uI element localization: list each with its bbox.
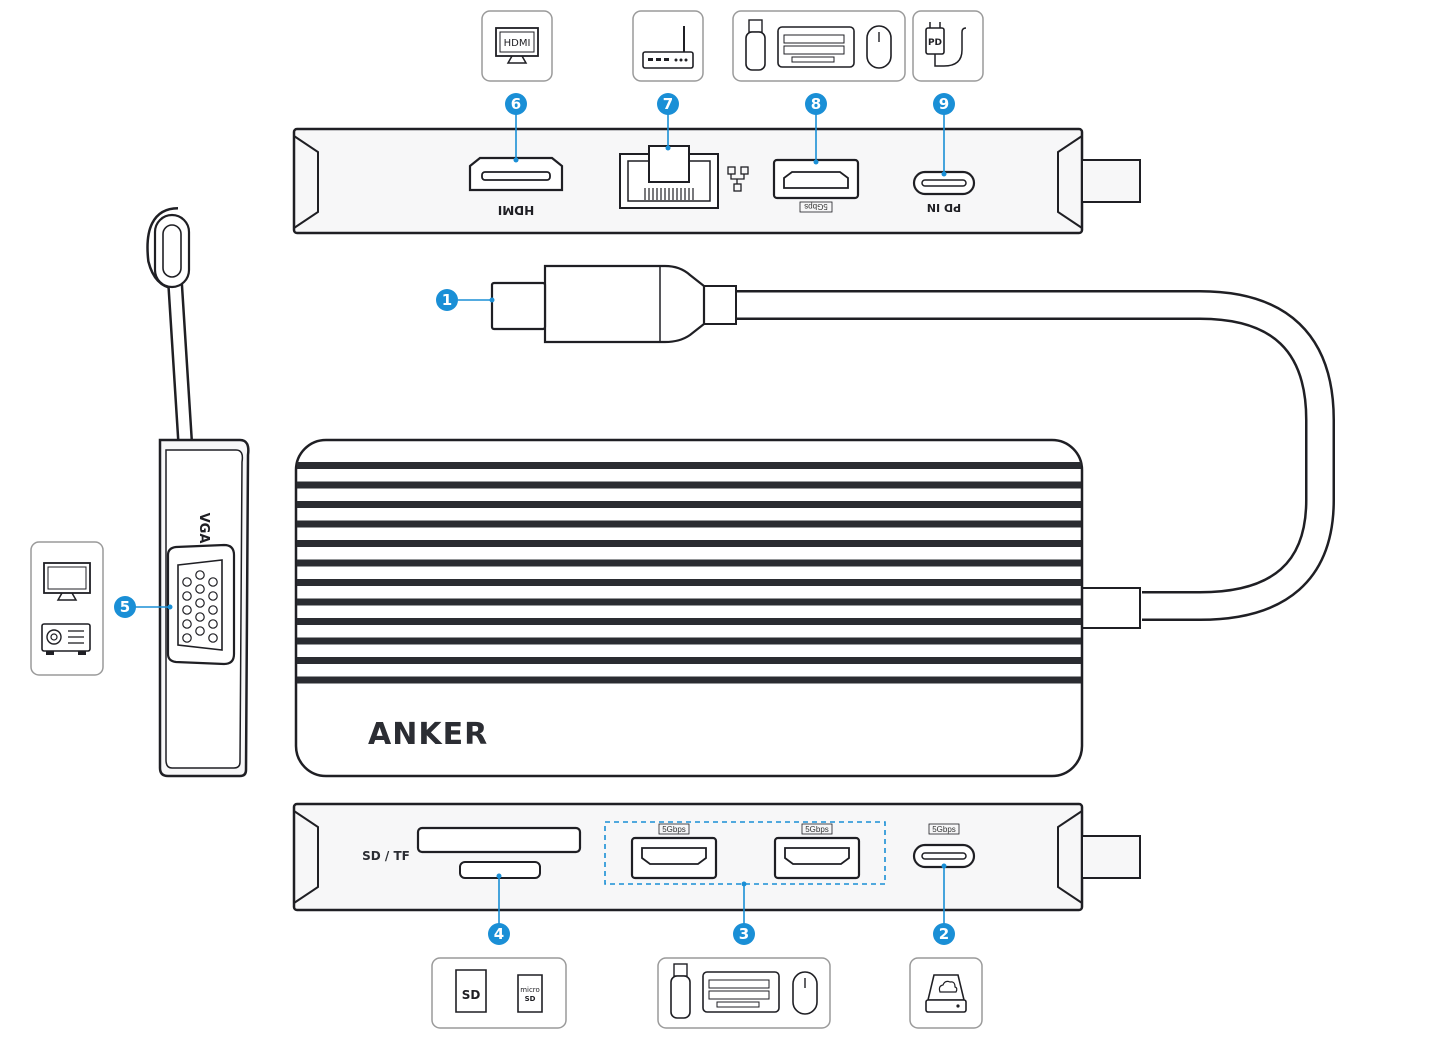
monitor-projector-icon-box xyxy=(30,541,104,676)
callout-6: 6 xyxy=(505,93,527,163)
hub-body: ANKER xyxy=(294,438,1084,778)
callout-7-number: 7 xyxy=(663,95,673,113)
pd-charger-icon-box: PD xyxy=(912,10,984,82)
cooling-fin xyxy=(297,618,1081,625)
vga-pin xyxy=(195,584,205,594)
callout-3-number: 3 xyxy=(739,925,749,943)
callout-9: 9 xyxy=(933,93,955,177)
cooling-fin xyxy=(297,598,1081,606)
external-drive-icon-box xyxy=(909,957,983,1029)
usb-a-left-speed: 5Gbps xyxy=(662,825,686,834)
cooling-fin xyxy=(297,501,1081,508)
callout-2-number: 2 xyxy=(939,925,949,943)
callout-4: 4 xyxy=(488,873,510,945)
callout-5-number: 5 xyxy=(120,598,130,616)
vga-port-label: VGA xyxy=(196,513,211,544)
vga-pin xyxy=(182,605,192,615)
vga-pin xyxy=(208,591,218,601)
callout-5: 5 xyxy=(114,596,173,618)
vga-pin xyxy=(208,633,218,643)
usb-keyboard-mouse-icon-box xyxy=(732,10,906,82)
sd-tf-label: SD / TF xyxy=(362,849,410,863)
vga-pin xyxy=(182,577,192,587)
usb-a-top-speed: 5Gbps xyxy=(804,202,828,211)
bottom-side-view: SD / TF 5Gbps 5Gbps 5Gbps xyxy=(292,802,1141,912)
vga-pin xyxy=(182,591,192,601)
vga-pin xyxy=(208,619,218,629)
callout-8: 8 xyxy=(805,93,827,165)
cooling-fin xyxy=(297,540,1081,547)
ethernet-port xyxy=(619,145,719,209)
hdmi-monitor-icon-box: HDMI xyxy=(481,10,553,82)
hdmi-port-label: HDMI xyxy=(498,203,534,217)
usb-c-speed: 5Gbps xyxy=(932,825,956,834)
cooling-fin xyxy=(297,657,1081,664)
cooling-fin xyxy=(297,637,1081,645)
cooling-fin xyxy=(297,676,1081,684)
vga-port xyxy=(166,543,236,666)
callout-2: 2 xyxy=(933,863,955,945)
cooling-fin xyxy=(297,559,1081,567)
callout-3: 3 xyxy=(733,881,755,945)
pd-in-label: PD IN xyxy=(927,201,961,214)
sd-microsd-icon-box: SD micro SD xyxy=(431,957,567,1029)
cooling-fin xyxy=(297,462,1081,469)
cooling-fin xyxy=(297,579,1081,586)
vga-pin xyxy=(208,577,218,587)
callout-6-number: 6 xyxy=(511,95,521,113)
cooling-fins xyxy=(297,462,1081,684)
top-side-view: HDMI 5Gbps xyxy=(292,127,1141,235)
usb-keyboard-mouse-icon-box-bottom xyxy=(657,957,831,1029)
cooling-fin xyxy=(297,520,1081,528)
vga-pin xyxy=(195,626,205,636)
usb-c-cable xyxy=(490,264,1335,629)
usb-a-right-speed: 5Gbps xyxy=(805,825,829,834)
sd-card-slot xyxy=(416,826,582,854)
vga-side-view: VGA xyxy=(146,207,250,778)
router-icon-box xyxy=(632,10,704,82)
vga-pin xyxy=(195,612,205,622)
callout-9-number: 9 xyxy=(939,95,949,113)
callout-8-number: 8 xyxy=(811,95,821,113)
vga-pin xyxy=(182,633,192,643)
vga-pin xyxy=(182,619,192,629)
vga-pin xyxy=(195,598,205,608)
microsd-icon-label-2: SD xyxy=(525,995,536,1003)
hdmi-icon-label: HDMI xyxy=(504,38,531,49)
callout-7: 7 xyxy=(657,93,679,151)
anker-logo: ANKER xyxy=(368,717,488,752)
callout-1: 1 xyxy=(436,289,495,311)
network-icon xyxy=(727,166,749,192)
pd-icon-label: PD xyxy=(928,38,942,48)
cooling-fin xyxy=(297,481,1081,489)
sd-icon-label: SD xyxy=(462,988,481,1002)
vga-pin xyxy=(208,605,218,615)
callout-4-number: 4 xyxy=(494,925,504,943)
callout-1-number: 1 xyxy=(442,291,452,309)
vga-pin xyxy=(195,570,205,580)
microsd-icon-label: micro xyxy=(520,986,540,994)
